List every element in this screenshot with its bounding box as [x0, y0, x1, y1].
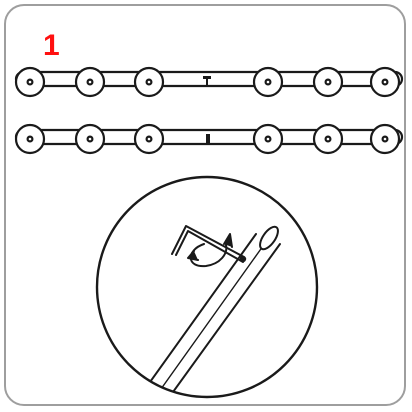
step-number: 1: [43, 29, 60, 62]
center-bolt-icon: [206, 134, 210, 143]
hinge-roller-icon: [369, 123, 401, 155]
hinge-roller-icon: [312, 123, 344, 155]
rotation-arrow-icon: [187, 233, 233, 268]
hinge-roller-icon: [133, 66, 165, 98]
hinge-roller-icon: [14, 66, 46, 98]
rod-assembly-top: [14, 66, 404, 98]
magnifier-circle-icon: [95, 175, 319, 399]
hinge-roller-icon: [252, 66, 284, 98]
hinge-roller-icon: [74, 66, 106, 98]
hinge-roller-icon: [14, 123, 46, 155]
hinge-roller-icon: [133, 123, 165, 155]
hinge-roller-icon: [369, 66, 401, 98]
allen-key-icon: [171, 225, 247, 263]
rod-icon: [129, 225, 281, 397]
hinge-roller-icon: [74, 123, 106, 155]
hinge-roller-icon: [312, 66, 344, 98]
center-bolt-icon: [203, 76, 211, 85]
rod-assembly-bottom: [14, 123, 404, 155]
hinge-roller-icon: [252, 123, 284, 155]
